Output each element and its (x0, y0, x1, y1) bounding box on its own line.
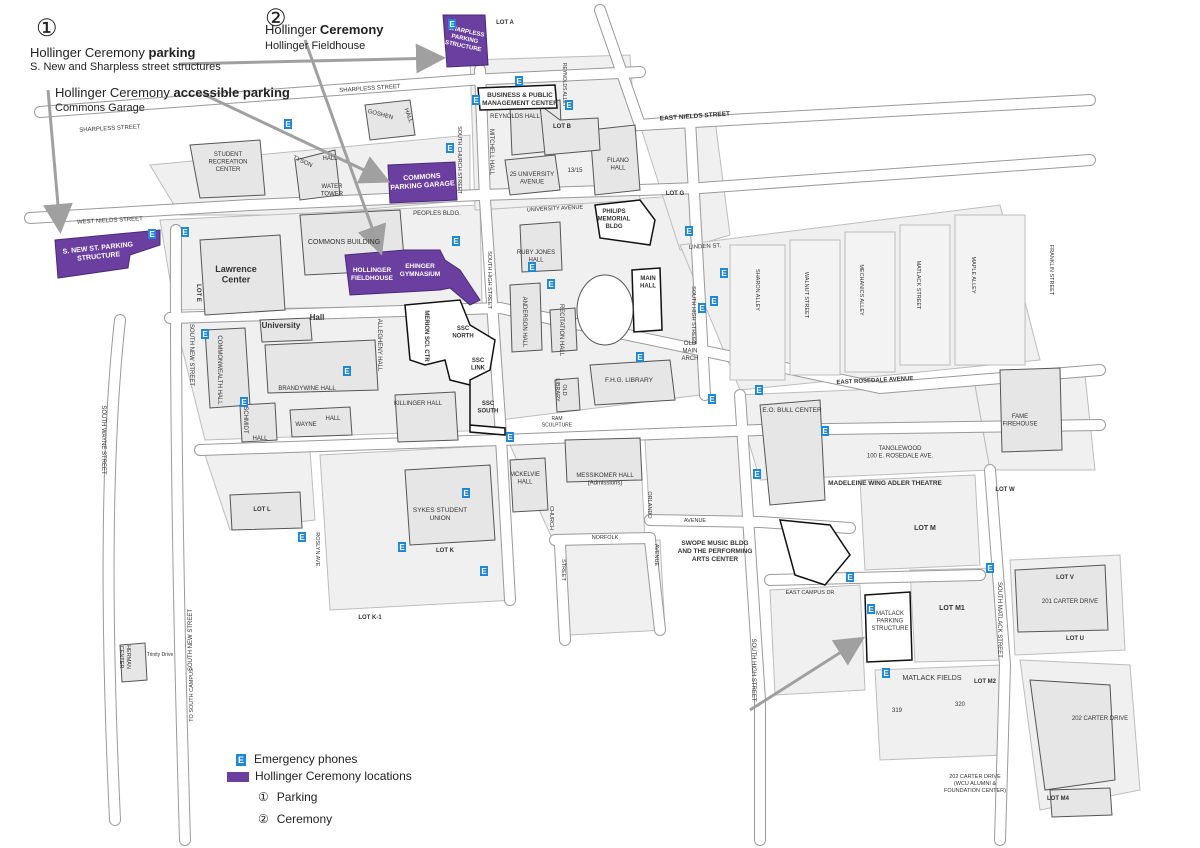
east-blocks (729, 214, 1026, 381)
access-callout-title-a: Hollinger Ceremony (55, 85, 174, 100)
hollinger-fieldhouse[interactable] (344, 249, 481, 306)
phone-icon: E (236, 754, 246, 766)
parking-callout-title-b: parking (148, 45, 196, 60)
outlined-buildings (404, 84, 913, 663)
legend-parking: ① Parking (258, 790, 317, 804)
access-callout-title: Hollinger Ceremony accessible parking (55, 85, 290, 100)
legend-ceremony: ② Ceremony (258, 812, 332, 826)
legend-parking-label: Parking (276, 790, 318, 804)
ceremony-callout-sub: Hollinger Fieldhouse (265, 40, 366, 52)
ceremony-callout-title: Hollinger Ceremony (265, 22, 384, 37)
legend-locations: Hollinger Ceremony locations (227, 769, 412, 783)
legend-phones: E Emergency phones (236, 752, 357, 766)
snew-parking-structure[interactable] (54, 229, 161, 279)
access-callout-sub: Commons Garage (55, 102, 145, 114)
legend-parking-marker: ① (258, 790, 269, 804)
legend-locations-label: Hollinger Ceremony locations (255, 769, 412, 783)
parking-marker: ① (36, 15, 58, 42)
legend-ceremony-marker: ② (258, 812, 269, 826)
ceremony-swatch (227, 771, 249, 782)
parking-callout-title-a: Hollinger Ceremony (30, 45, 149, 60)
legend-ceremony-label: Ceremony (276, 812, 333, 826)
parking-callout-sub: S. New and Sharpless street structures (30, 61, 221, 73)
legend-phones-label: Emergency phones (254, 752, 358, 766)
callout-arrows (42, 39, 866, 712)
road-network (24, 4, 1106, 846)
ceremony-callout-title-b: Ceremony (319, 22, 384, 37)
ceremony-callout-title-a: Hollinger (265, 22, 320, 37)
buildings (119, 99, 1116, 818)
commons-parking-garage[interactable] (387, 161, 458, 204)
access-callout-title-b: accessible parking (173, 85, 290, 100)
quad-oval (576, 274, 634, 346)
ceremony-marker: ② (265, 5, 287, 32)
parking-callout-title: Hollinger Ceremony parking (30, 45, 195, 60)
